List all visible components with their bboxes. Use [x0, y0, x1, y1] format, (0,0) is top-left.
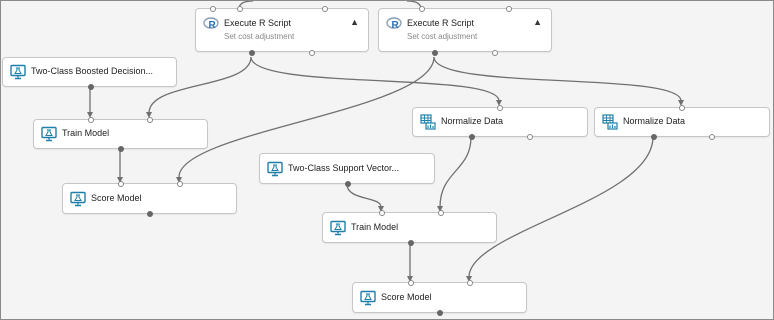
train-model-module[interactable]: Train Model	[322, 210, 497, 246]
module-title: Score Model	[381, 291, 432, 302]
module-title: Two-Class Support Vector...	[288, 162, 400, 173]
module-subtitle: Set cost adjustment	[224, 32, 295, 41]
connector-arrow	[87, 112, 93, 118]
normalize-data-module[interactable]: Normalize Data	[594, 105, 770, 140]
output-port[interactable]	[408, 240, 414, 246]
module-title: Normalize Data	[441, 116, 504, 126]
connector-wire	[439, 136, 472, 208]
output-port[interactable]	[147, 211, 153, 217]
flask-monitor-icon	[70, 191, 86, 206]
flask-monitor-icon	[330, 220, 346, 235]
output-port[interactable]	[249, 50, 255, 56]
r-script-icon: R	[386, 17, 402, 31]
module-title: Execute R Script	[224, 18, 292, 28]
input-port[interactable]	[322, 6, 328, 12]
input-port[interactable]	[147, 117, 153, 123]
svg-text:R: R	[209, 20, 217, 31]
output-port[interactable]	[432, 50, 438, 56]
output-port[interactable]	[651, 134, 657, 140]
output-port[interactable]	[492, 50, 498, 56]
connector-wire	[178, 56, 435, 178]
execute-r-script-module[interactable]: R Execute R Script Set cost adjustment ▲	[195, 6, 369, 56]
module-subtitle: Set cost adjustment	[407, 32, 478, 41]
output-port[interactable]	[345, 181, 351, 187]
module-title: Train Model	[62, 128, 110, 138]
connector-arrow	[117, 177, 123, 183]
output-port[interactable]	[118, 146, 124, 152]
connector-arrow	[678, 100, 684, 106]
collapse-chevron-icon[interactable]: ▲	[533, 17, 542, 27]
connector-arrow	[466, 276, 472, 282]
execute-r-script-module[interactable]: R Execute R Script Set cost adjustment ▲	[378, 6, 552, 56]
connector-wire	[346, 183, 382, 208]
input-port[interactable]	[679, 105, 685, 111]
two-class-support-vector-machine-module[interactable]: Two-Class Support Vector...	[259, 153, 435, 187]
module-title: Two-Class Boosted Decision...	[31, 66, 154, 76]
svg-text:R: R	[392, 20, 400, 31]
flask-monitor-icon	[267, 161, 283, 176]
connector-arrow	[146, 112, 152, 118]
score-model-module[interactable]: Score Model	[352, 280, 527, 316]
input-port[interactable]	[467, 280, 473, 286]
connector-arrow	[437, 206, 443, 212]
data-grid-icon	[420, 114, 436, 130]
input-port[interactable]	[419, 6, 425, 12]
output-port[interactable]	[469, 134, 475, 140]
output-port[interactable]	[527, 134, 533, 140]
train-model-module[interactable]: Train Model	[33, 117, 208, 152]
input-port[interactable]	[379, 210, 385, 216]
connector-wire	[250, 56, 500, 102]
two-class-boosted-decision-tree-module[interactable]: Two-Class Boosted Decision...	[2, 57, 177, 90]
input-port[interactable]	[210, 6, 216, 12]
input-port[interactable]	[177, 181, 183, 187]
input-port[interactable]	[497, 105, 503, 111]
connector-wire	[468, 136, 654, 278]
input-port[interactable]	[237, 6, 243, 12]
score-model-module[interactable]: Score Model	[62, 181, 237, 217]
connector-arrow	[407, 276, 413, 282]
module-title: Normalize Data	[623, 116, 686, 126]
output-port[interactable]	[88, 84, 94, 90]
connector-wire	[148, 56, 252, 114]
connector-arrow	[496, 100, 502, 106]
output-port[interactable]	[437, 310, 443, 316]
r-script-icon: R	[203, 17, 219, 31]
input-port[interactable]	[88, 117, 94, 123]
output-port[interactable]	[709, 134, 715, 140]
connector-wire	[433, 56, 682, 102]
input-port[interactable]	[118, 181, 124, 187]
module-title: Execute R Script	[407, 18, 475, 28]
input-port[interactable]	[438, 210, 444, 216]
module-title: Score Model	[91, 192, 142, 203]
data-grid-icon	[602, 114, 618, 130]
collapse-chevron-icon[interactable]: ▲	[350, 17, 359, 27]
flask-monitor-icon	[10, 64, 26, 80]
flask-monitor-icon	[41, 126, 57, 142]
connector-arrow	[378, 206, 384, 212]
module-title: Train Model	[351, 221, 399, 232]
input-port[interactable]	[506, 6, 512, 12]
connector-arrow	[176, 177, 182, 183]
flask-monitor-icon	[360, 290, 376, 305]
input-port[interactable]	[408, 280, 414, 286]
normalize-data-module[interactable]: Normalize Data	[412, 105, 588, 140]
output-port[interactable]	[309, 50, 315, 56]
